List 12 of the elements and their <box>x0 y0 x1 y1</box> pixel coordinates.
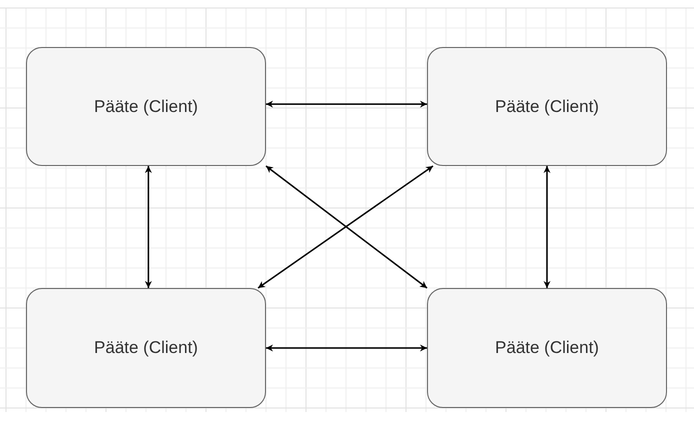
rounded-box <box>26 288 266 408</box>
node-label: Pääte (Client) <box>495 338 599 358</box>
arrow <box>544 166 550 288</box>
arrow <box>144 166 152 288</box>
node-label: Pääte (Client) <box>495 96 599 116</box>
rounded-box <box>427 288 667 408</box>
rounded-box <box>427 47 667 166</box>
node-label: Pääte (Client) <box>94 338 198 358</box>
node-label: Pääte (Client) <box>94 96 198 116</box>
rounded-box <box>26 47 266 166</box>
arrow <box>266 100 427 108</box>
arrow <box>266 344 427 352</box>
